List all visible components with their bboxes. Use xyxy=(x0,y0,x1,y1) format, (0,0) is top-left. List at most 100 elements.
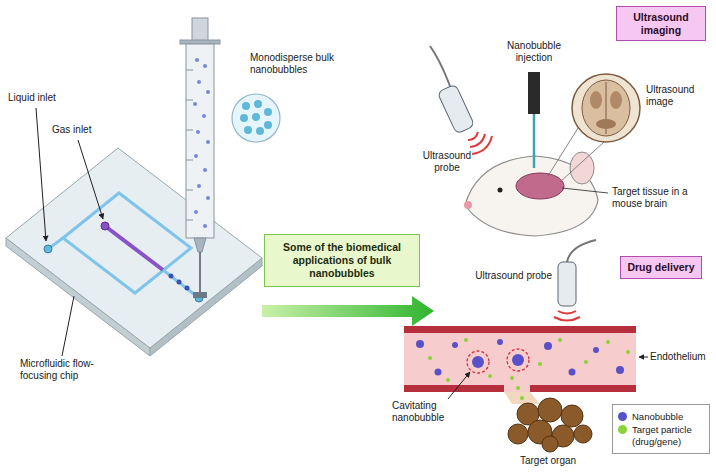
part-label: Target organ xyxy=(508,455,588,467)
bubble-dots xyxy=(197,184,201,188)
leader-line xyxy=(78,140,103,219)
bubble-callout xyxy=(264,121,272,129)
bubble-dots xyxy=(193,102,197,106)
particle-dot xyxy=(446,378,450,382)
part-label: Ultrasound probe xyxy=(420,150,474,174)
part-label: Nanobubble injection xyxy=(494,40,574,64)
bubble-dots xyxy=(203,168,207,172)
section-tag: Drug delivery xyxy=(620,256,702,279)
bubble-dots xyxy=(202,114,206,118)
microfluidic-chip xyxy=(169,274,174,279)
ultrasound-probe xyxy=(558,240,596,306)
particle-dot xyxy=(538,362,542,366)
bubble-dots xyxy=(194,154,198,158)
part-label: Cavitating nanobubble xyxy=(392,400,476,424)
leader-line xyxy=(36,108,46,241)
syringe xyxy=(194,238,206,252)
nanobubble-dot xyxy=(416,340,424,348)
microfluidic-chip xyxy=(101,222,109,230)
category-box: Some of the biomedical applications of b… xyxy=(264,234,420,287)
bubble-dots xyxy=(203,224,207,228)
injection-syringe xyxy=(528,72,540,114)
nanobubble-dot xyxy=(452,342,458,348)
syringe xyxy=(193,292,207,298)
cavitating-nanobubble xyxy=(467,349,529,373)
ultrasound-probe xyxy=(558,262,576,306)
leader-line xyxy=(448,372,470,399)
ultrasound-wave xyxy=(468,132,492,154)
mouse-head xyxy=(464,152,598,236)
ultrasound-image xyxy=(582,80,630,136)
part-label: Gas inlet xyxy=(52,124,112,136)
bubble-dots xyxy=(206,90,210,94)
bubble-callout xyxy=(254,100,262,108)
cavitating-nanobubble xyxy=(467,351,489,373)
box-text: Drug delivery xyxy=(627,261,695,274)
ultrasound-probe xyxy=(437,84,475,134)
box-text: Some of the biomedical applications of b… xyxy=(272,241,412,280)
ultrasound-probe xyxy=(430,46,475,134)
legend-entry: Nanobubble xyxy=(618,411,704,422)
particle-dot xyxy=(606,340,610,344)
legend-swatch xyxy=(618,412,627,421)
ultrasound-image xyxy=(572,74,640,142)
particle-dot xyxy=(520,396,524,400)
cavitating-nanobubble xyxy=(512,354,524,366)
ultrasound-probe xyxy=(430,46,450,86)
particle-dot xyxy=(510,376,514,380)
bubble-callout xyxy=(244,126,252,134)
ultrasound-probe xyxy=(567,240,596,262)
ultrasound-image xyxy=(610,91,622,109)
part-label: Ultrasound probe xyxy=(470,270,552,282)
nanobubble-dot xyxy=(569,369,576,376)
particle-dot xyxy=(626,350,630,354)
bubble-dots xyxy=(206,196,210,200)
mouse-head xyxy=(570,152,594,184)
bubble-callout xyxy=(256,127,264,135)
syringe xyxy=(186,44,214,238)
microfluidic-chip xyxy=(105,226,163,270)
ultrasound-image xyxy=(590,91,602,109)
syringe xyxy=(199,252,201,294)
part-label: Target tissue in a mouse brain xyxy=(612,186,708,210)
blood-vessel xyxy=(530,385,636,392)
bubble-callout xyxy=(232,94,280,142)
part-label: Liquid inlet xyxy=(8,92,78,104)
part-label: Microfluidic flow-focusing chip xyxy=(20,358,116,382)
particle-dot xyxy=(488,374,492,378)
bubble-callout xyxy=(240,114,248,122)
leader-line xyxy=(639,357,648,358)
injection-syringe xyxy=(533,114,536,168)
microfluidic-chip xyxy=(44,245,52,253)
blood-vessel xyxy=(404,326,636,392)
mouse-head xyxy=(464,201,472,209)
nanobubble-dot xyxy=(544,342,552,350)
microfluidic-chip xyxy=(6,148,262,348)
microfluidic-chip xyxy=(185,286,190,291)
bubble-dots xyxy=(196,130,200,134)
mouse-head xyxy=(516,173,564,199)
target-organ xyxy=(574,425,592,443)
extravasation-channel xyxy=(504,392,540,404)
part-label: Ultrasound image xyxy=(646,84,708,108)
ultrasound-image xyxy=(548,74,640,182)
leader-line xyxy=(562,188,608,193)
ultrasound-wave xyxy=(470,134,485,147)
particle-dot xyxy=(428,356,432,360)
syringe xyxy=(180,40,220,44)
nanobubble-dot xyxy=(416,339,624,376)
syringe xyxy=(186,160,193,161)
bubble-dots xyxy=(195,58,199,62)
bubble-callout xyxy=(252,113,260,121)
ultrasound-wave xyxy=(554,317,580,321)
ultrasound-wave xyxy=(472,136,492,154)
mouse-head xyxy=(498,188,503,193)
flow-arrow xyxy=(262,296,434,326)
leader-line xyxy=(36,108,103,356)
syringe xyxy=(186,70,193,71)
section-tag: Ultrasound imaging xyxy=(616,6,706,41)
legend-box: NanobubbleTarget particle (drug/gene) xyxy=(612,404,710,454)
ultrasound-wave xyxy=(558,311,576,314)
bubble-callout xyxy=(264,108,272,116)
